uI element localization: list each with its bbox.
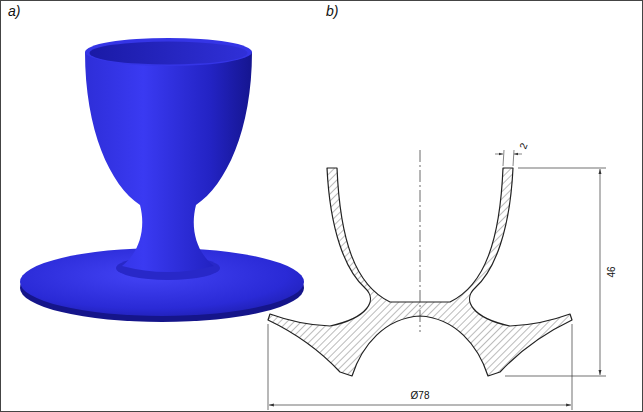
extension-line xyxy=(503,150,504,166)
center-line xyxy=(420,150,421,332)
dimension-text: Ø78 xyxy=(411,391,430,401)
dimension-line xyxy=(514,154,522,155)
dimension-line xyxy=(600,169,601,375)
panel-letter: a) xyxy=(8,4,20,18)
cup-opening xyxy=(90,42,248,65)
extension-line xyxy=(505,376,606,377)
cup-body xyxy=(85,52,252,272)
dimension-text: 46 xyxy=(607,266,617,277)
dimension-line xyxy=(495,154,503,155)
divider xyxy=(321,0,322,8)
extension-line xyxy=(513,150,514,166)
panel-letter: b) xyxy=(326,4,338,18)
dimension-line xyxy=(269,405,571,406)
dimension-text: 2 xyxy=(518,142,529,151)
extension-line xyxy=(518,168,606,169)
extension-line xyxy=(268,324,269,410)
cup-rim xyxy=(85,38,252,66)
extension-line xyxy=(572,324,573,410)
